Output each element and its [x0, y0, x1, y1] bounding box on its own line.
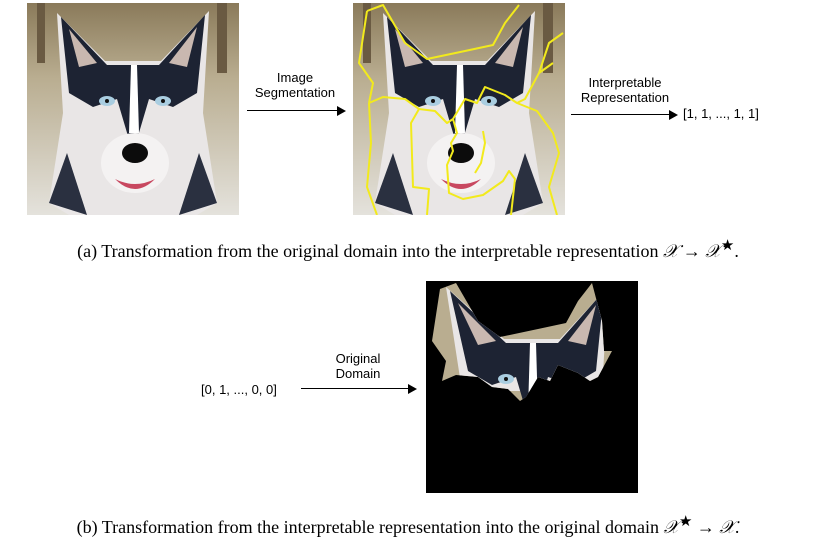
original-domain-arrow	[301, 384, 417, 394]
caption-a-period: .	[734, 241, 739, 261]
original-domain-label-line1: Original	[335, 351, 381, 366]
caption-b-period: .	[734, 517, 740, 537]
segment-boundary	[418, 62, 554, 124]
segment-boundary	[366, 102, 378, 215]
segment-boundary	[358, 10, 374, 104]
image-segmentation-label-line2: Segmentation	[254, 85, 336, 100]
segment-boundary	[538, 32, 564, 74]
original-husky-image	[27, 3, 239, 215]
interpretable-representation-label-line2: Representation	[580, 90, 670, 105]
original-domain-label: Original Domain	[318, 351, 398, 381]
binary-vector-input: [0, 1, ..., 0, 0]	[201, 382, 277, 397]
caption-b-math-1: 𝒳	[663, 517, 679, 537]
segmentation-arrow	[247, 106, 346, 116]
segment-boundary	[366, 4, 520, 60]
masked-husky-image	[426, 281, 638, 493]
original-domain-label-line2: Domain	[335, 366, 381, 381]
caption-a-star: ★	[720, 238, 735, 254]
segment-boundary	[446, 118, 516, 215]
caption-a: (a) Transformation from the original dom…	[0, 236, 816, 262]
interpretable-representation-label-line1: Interpretable	[588, 75, 662, 90]
caption-b-star: ★	[678, 514, 693, 530]
caption-b-math-2: → 𝒳	[692, 517, 735, 537]
binary-vector-output: [1, 1, ..., 1, 1]	[683, 106, 759, 121]
caption-a-text: (a) Transformation from the original dom…	[77, 241, 663, 261]
caption-b: (b) Transformation from the interpretabl…	[0, 512, 816, 538]
interpretable-representation-label: Interpretable Representation	[572, 75, 678, 105]
caption-b-text: (b) Transformation from the interpretabl…	[76, 517, 664, 537]
segment-boundary	[474, 130, 486, 174]
segment-boundary	[516, 102, 560, 215]
representation-arrow	[571, 110, 678, 120]
segmented-husky-image	[353, 3, 565, 215]
image-segmentation-label-line1: Image	[276, 70, 314, 85]
segment-boundary	[368, 96, 430, 215]
caption-a-math: 𝒳 → 𝒳	[662, 241, 721, 261]
image-segmentation-label: Image Segmentation	[247, 70, 343, 100]
